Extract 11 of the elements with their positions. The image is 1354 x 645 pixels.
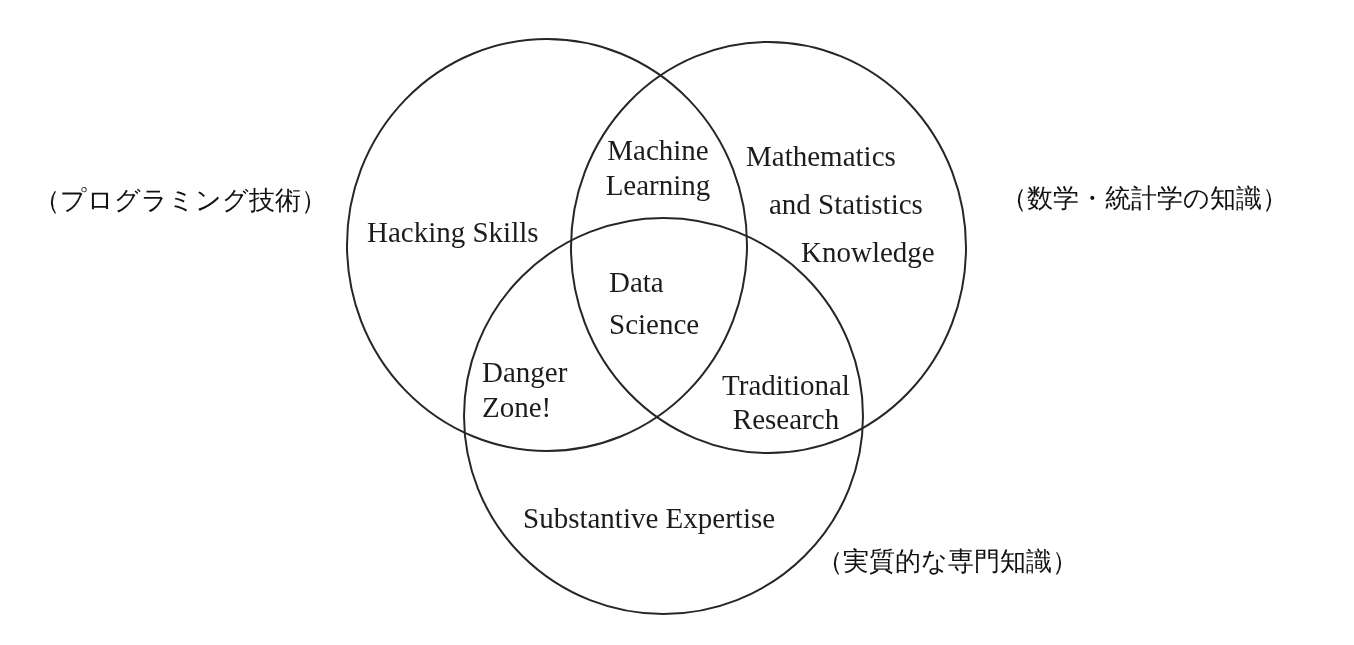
circle-caption: （数学・統計学の知識）	[999, 183, 1289, 213]
region-label: Danger Zone!	[482, 354, 569, 425]
region-label: Data Science	[609, 265, 701, 343]
region-label: Traditional Research	[721, 368, 851, 437]
circle-label: Mathematics and Statistics Knowledge	[746, 139, 936, 271]
circle-caption: （プログラミング技術）	[32, 185, 328, 215]
region-label: Machine Learning	[604, 132, 712, 203]
circle-label: Substantive Expertise	[523, 501, 776, 536]
circle-label: Hacking Skills	[367, 215, 539, 250]
circle-caption: （実質的な専門知識）	[815, 546, 1079, 576]
venn-circle	[570, 41, 967, 454]
